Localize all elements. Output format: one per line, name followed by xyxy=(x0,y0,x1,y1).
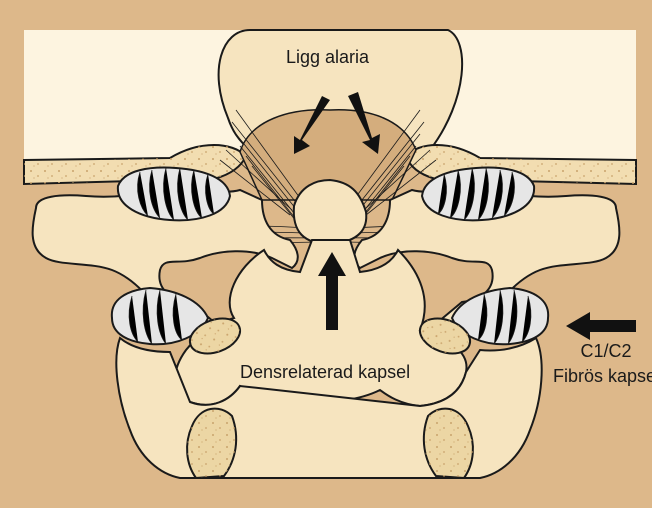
label-fibros-kapsel: Fibrös kapsel xyxy=(553,366,652,386)
label-c1c2: C1/C2 xyxy=(566,341,646,361)
label-densrelaterad-kapsel: Densrelaterad kapsel xyxy=(240,362,410,382)
label-ligg-alaria: Ligg alaria xyxy=(286,47,369,67)
